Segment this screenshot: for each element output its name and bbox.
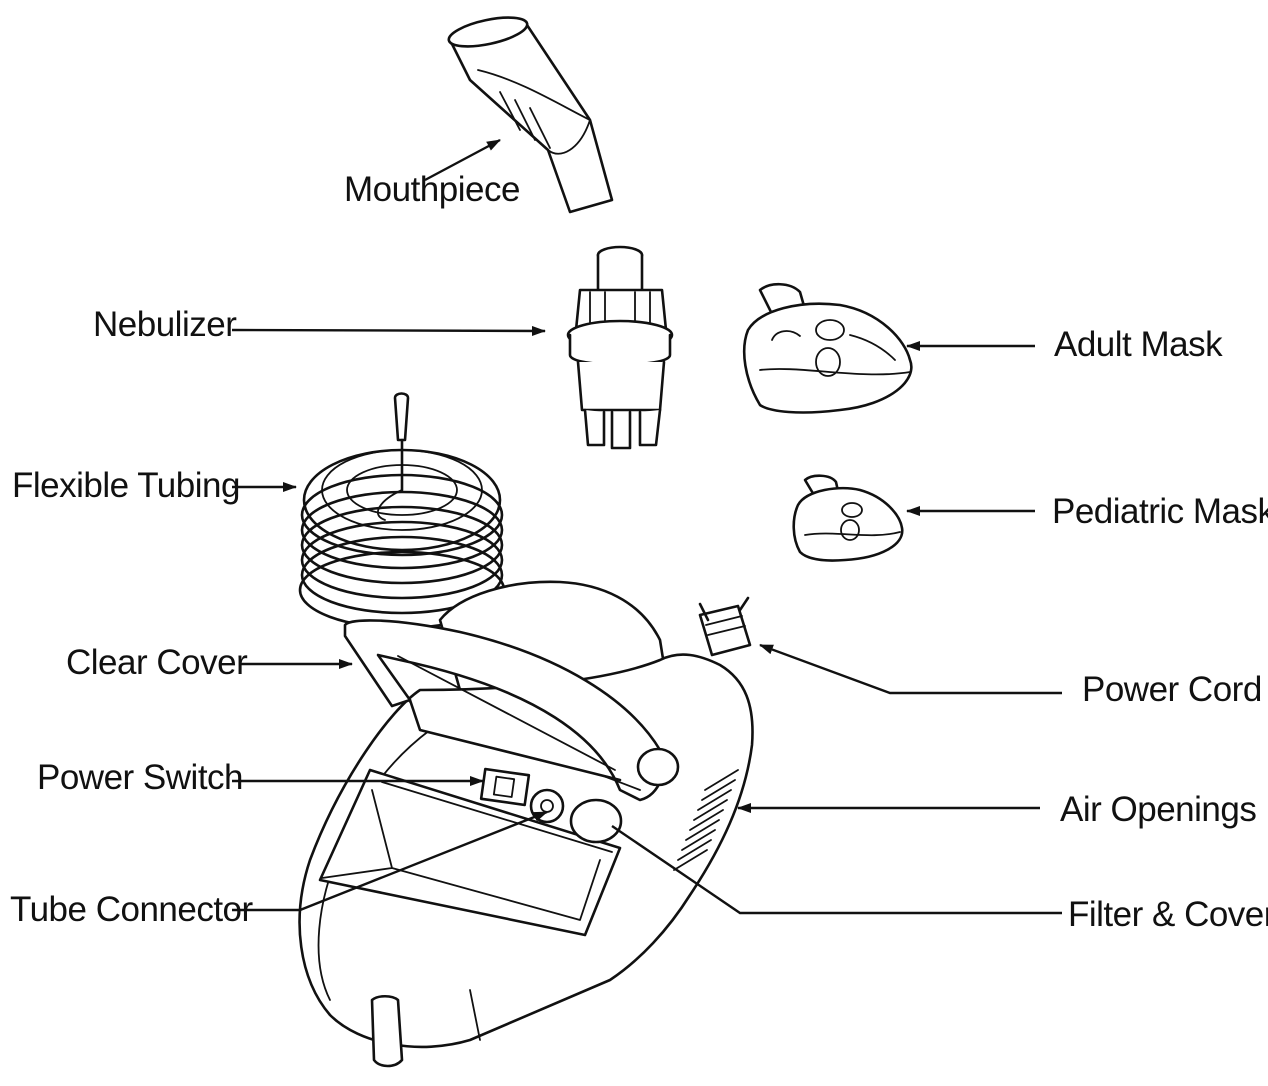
label-pediatric-mask: Pediatric Mask	[1052, 492, 1268, 531]
flexible-tubing-drawing	[298, 392, 506, 630]
label-filter-cover: Filter & Cover	[1068, 895, 1268, 934]
label-mouthpiece: Mouthpiece	[344, 170, 520, 209]
leader-tube-connector	[232, 810, 548, 912]
label-nebulizer: Nebulizer	[93, 305, 237, 344]
pediatric-mask-drawing	[792, 474, 904, 562]
compressor-base-drawing	[298, 580, 754, 1068]
label-flexible-tubing: Flexible Tubing	[12, 466, 240, 505]
leader-lines	[231, 138, 1062, 915]
mouthpiece-drawing	[447, 16, 614, 214]
label-air-openings: Air Openings	[1060, 790, 1257, 829]
label-tube-connector: Tube Connector	[10, 890, 253, 929]
leader-nebulizer	[231, 325, 546, 336]
adult-mask-drawing	[742, 282, 913, 414]
label-adult-mask: Adult Mask	[1054, 325, 1223, 364]
leader-mouthpiece	[424, 138, 501, 182]
label-power-switch: Power Switch	[37, 758, 244, 797]
leader-filter-cover	[611, 825, 1062, 915]
label-clear-cover: Clear Cover	[66, 643, 248, 682]
nebulizer-drawing	[566, 245, 674, 450]
leader-power-cord	[759, 643, 1062, 695]
label-power-cord: Power Cord	[1082, 670, 1262, 709]
